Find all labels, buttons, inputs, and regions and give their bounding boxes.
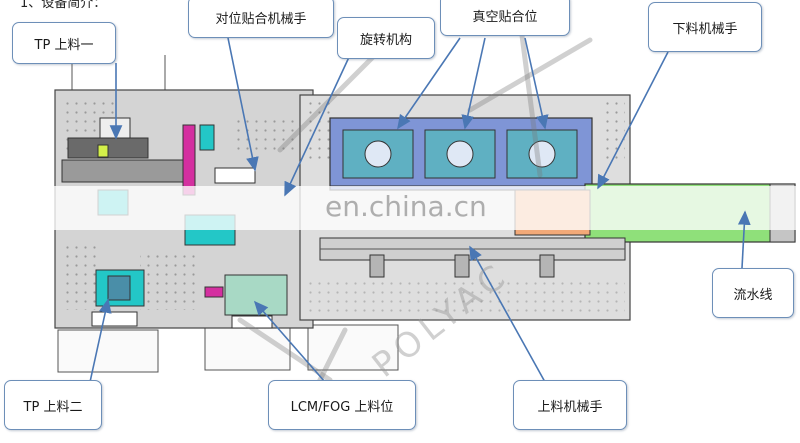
tp-feeder-1: [61, 117, 256, 246]
label-alignment-robot: 对位贴合机械手: [188, 0, 334, 38]
top-heading: 1、设备简介：: [20, 0, 107, 11]
label-lcm-fog-station: LCM/FOG 上料位: [268, 380, 416, 430]
label-conveyor: 流水线: [712, 268, 794, 318]
watermark-band: [0, 186, 800, 230]
tp-feeder-2: [91, 269, 145, 327]
label-rotation-mechanism: 旋转机构: [337, 17, 435, 59]
vacuum-plate: [329, 117, 593, 191]
label-tp-feeder-1: TP 上料一: [12, 22, 116, 64]
label-tp-feeder-2: TP 上料二: [4, 380, 102, 430]
label-unloading-robot: 下料机械手: [648, 2, 762, 52]
label-vacuum-bonding-station: 真空贴合位: [440, 0, 570, 36]
label-loading-robot: 上料机械手: [513, 380, 627, 430]
lower-frame: [57, 55, 399, 373]
callout-arrows: [89, 37, 751, 383]
